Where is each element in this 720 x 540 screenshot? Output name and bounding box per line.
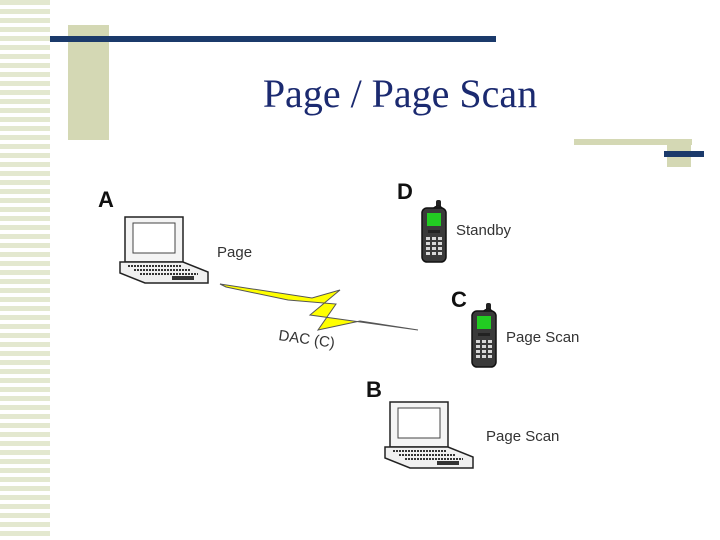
device-a-label: A	[98, 187, 114, 212]
left-stripe-decoration	[0, 0, 50, 540]
laptop-icon	[119, 216, 209, 284]
phone-d: D Standby	[397, 179, 512, 263]
mobile-phone-icon	[421, 200, 447, 263]
device-d-label: D	[397, 179, 413, 204]
olive-bar-right	[574, 139, 692, 145]
device-d-state: Standby	[456, 222, 512, 239]
slide-title: Page / Page Scan	[262, 71, 538, 116]
phone-c: C Page Scan	[451, 287, 579, 368]
device-c-state: Page Scan	[506, 329, 579, 346]
mobile-phone-icon	[471, 303, 497, 368]
navy-bar-top	[50, 36, 496, 42]
device-b-state: Page Scan	[486, 428, 559, 445]
laptop-icon	[384, 401, 474, 469]
olive-block-top-left	[68, 25, 109, 140]
device-a-state: Page	[217, 244, 252, 261]
navy-bar-right	[664, 151, 704, 157]
device-b-label: B	[366, 377, 382, 402]
lightning-bolt-icon	[219, 283, 419, 331]
link-label: DAC (C)	[277, 327, 335, 352]
laptop-a: A Page	[98, 187, 252, 284]
device-c-label: C	[451, 287, 467, 312]
laptop-b: B Page Scan	[366, 377, 559, 469]
